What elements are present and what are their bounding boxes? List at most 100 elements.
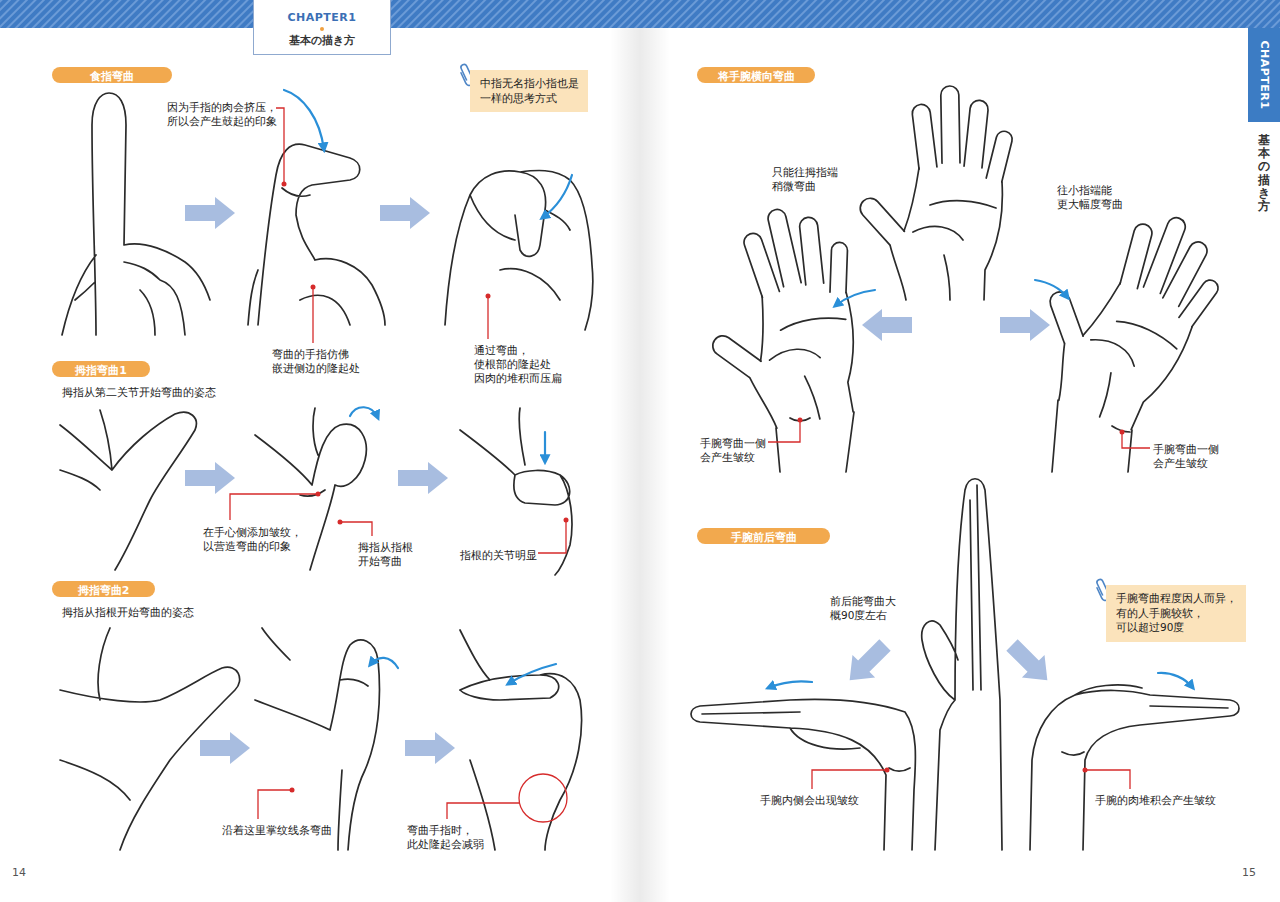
hand-drawing xyxy=(255,628,379,850)
leader-dot xyxy=(290,788,295,793)
callout-text: 弯曲的手指仿佛 嵌进侧边的隆起处 xyxy=(272,347,360,375)
motion-arrows xyxy=(284,90,1193,688)
callout-text: 沿着这里掌纹线条弯曲 xyxy=(222,823,332,837)
callout-text: 指根的关节明显 xyxy=(460,548,537,562)
hand-drawing xyxy=(445,170,593,330)
callout-text: 手腕弯曲一侧 会产生皱纹 xyxy=(700,436,766,464)
step-arrow xyxy=(185,462,235,494)
callout-text: 拇指从第二关节开始弯曲的姿态 xyxy=(62,385,216,399)
page-number: 15 xyxy=(1242,866,1256,881)
section-title: 手腕前后弯曲 xyxy=(731,530,797,546)
callout-text: 手腕弯曲一侧 会产生皱纹 xyxy=(1153,442,1219,470)
step-arrow xyxy=(405,732,455,764)
chapter-label: CHAPTER1 xyxy=(1248,28,1280,122)
hand-drawing xyxy=(1013,183,1239,441)
motion-arrow xyxy=(544,432,546,462)
leader-dot xyxy=(282,182,287,187)
callout-text: 只能往拇指端 稍微弯曲 xyxy=(772,165,838,193)
hand-drawing xyxy=(1030,685,1239,850)
callout-text: 在手心侧添加皱纹， 以营造弯曲的印象 xyxy=(203,525,302,553)
leader-dot xyxy=(1120,430,1125,435)
step-arrows xyxy=(185,197,1059,764)
section-title: 将手腕横向弯曲 xyxy=(718,69,795,85)
leader-line xyxy=(812,770,885,789)
leader-line xyxy=(230,494,316,520)
leader-dot xyxy=(564,518,569,523)
section-title: 食指弯曲 xyxy=(90,69,134,85)
motion-arrow xyxy=(508,664,556,684)
hand-drawing xyxy=(460,630,582,850)
hand-drawing xyxy=(60,628,240,850)
header-bar xyxy=(0,0,1280,28)
chapter-tab: CHAPTER1 基本の描き方 xyxy=(253,0,391,55)
forearm-drawing xyxy=(1052,400,1132,472)
leader-dot xyxy=(885,768,890,773)
leader-line xyxy=(258,790,290,819)
leader-line xyxy=(276,108,284,182)
callout-text: 手腕内侧会出现皱纹 xyxy=(760,793,859,807)
chapter-title: 基本の描き方 xyxy=(1258,134,1270,213)
leader-dot xyxy=(486,294,491,299)
highlight-circle xyxy=(519,774,567,822)
page-gutter xyxy=(610,28,670,902)
leader-line xyxy=(538,522,566,553)
leader-dots xyxy=(282,182,1125,793)
leader-line xyxy=(768,422,800,442)
step-arrow xyxy=(838,634,896,692)
section-title: 拇指弯曲1 xyxy=(75,363,127,379)
hand-drawing xyxy=(248,144,385,325)
motion-arrow xyxy=(835,290,875,306)
callout-text: 拇指从指根开始弯曲的姿态 xyxy=(62,605,194,619)
page-number: 14 xyxy=(12,866,26,881)
leader-lines xyxy=(230,108,1150,822)
leader-line xyxy=(1087,770,1130,789)
motion-arrow xyxy=(1158,673,1193,688)
hand-drawing xyxy=(856,86,1014,300)
note-text: 中指无名指小指也是 一样的思考方式 xyxy=(480,76,579,105)
step-arrow xyxy=(862,309,912,341)
callout-text: 弯曲手指时， 此处隆起会减弱 xyxy=(407,823,484,851)
chapter-title: 基本の描き方 xyxy=(254,33,390,48)
step-arrow xyxy=(200,732,250,764)
callout-text: 通过弯曲，使根部的隆起处 因肉的堆积而压扁 xyxy=(474,343,562,386)
section-pill: 手腕前后弯曲 xyxy=(697,528,830,544)
leader-line xyxy=(487,298,488,339)
callout-text: 因为手指的肉会挤压， 所以会产生鼓起的印象 xyxy=(167,100,277,128)
motion-arrow xyxy=(542,175,572,218)
callout-text: 手腕的肉堆积会产生皱纹 xyxy=(1095,793,1216,807)
leader-line xyxy=(1122,434,1150,448)
hand-drawing xyxy=(922,479,1002,850)
callout-text: 前后能弯曲大 概90度左右 xyxy=(830,594,896,622)
callout-text: 拇指从指根 开始弯曲 xyxy=(358,540,413,568)
motion-arrow xyxy=(1035,280,1068,298)
hand-drawing xyxy=(62,93,210,335)
hand-drawing xyxy=(691,699,915,850)
step-arrow xyxy=(185,197,235,229)
motion-arrow xyxy=(768,681,812,688)
hand-drawing xyxy=(684,196,883,438)
hand-drawing xyxy=(460,408,572,575)
section-pill: 拇指弯曲2 xyxy=(52,581,155,597)
chapter-label: CHAPTER1 xyxy=(254,11,390,31)
note-box: 手腕弯曲程度因人而异， 有的人手腕较软， 可以超过90度 xyxy=(1106,585,1246,642)
motion-arrow xyxy=(284,90,324,150)
step-arrow xyxy=(380,197,430,229)
section-title: 拇指弯曲2 xyxy=(78,583,130,599)
step-arrow xyxy=(1001,634,1059,692)
leader-dot xyxy=(1083,768,1088,773)
section-pill: 将手腕横向弯曲 xyxy=(697,67,815,83)
leader-dot xyxy=(311,285,316,290)
step-arrow xyxy=(398,462,448,494)
note-text: 手腕弯曲程度因人而异， 有的人手腕较软， 可以超过90度 xyxy=(1116,591,1237,635)
hand-drawings xyxy=(60,86,1239,850)
motion-arrow xyxy=(370,658,398,668)
leader-dot xyxy=(316,492,321,497)
hand-drawing xyxy=(60,410,196,570)
leader-dot xyxy=(338,520,343,525)
motion-arrow xyxy=(350,407,378,418)
section-pill: 拇指弯曲1 xyxy=(52,361,150,377)
leader-line xyxy=(447,803,520,819)
callout-text: 往小指端能 更大幅度弯曲 xyxy=(1057,183,1123,211)
